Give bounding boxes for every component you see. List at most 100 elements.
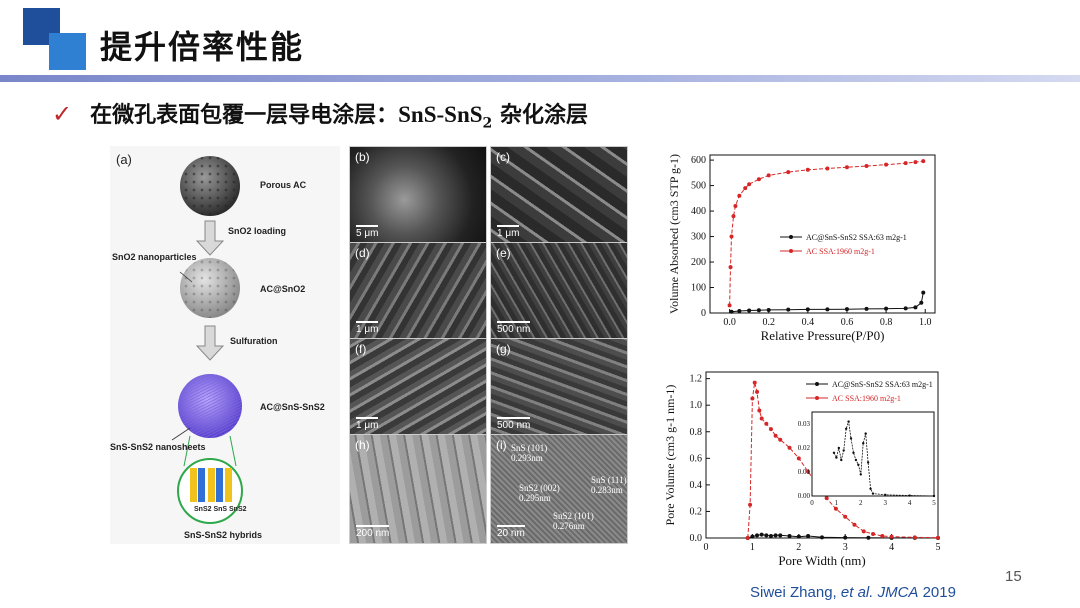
- label-sno2-nanoparticles: SnO2 nanoparticles: [112, 252, 197, 262]
- data-point: [913, 305, 918, 310]
- inset-x-tick-label: 2: [859, 499, 863, 507]
- data-point: [844, 307, 849, 312]
- data-point: [825, 166, 830, 171]
- legend-label: AC SSA:1960 m2g-1: [832, 394, 901, 403]
- inset-point: [852, 451, 855, 454]
- scale-bar: 200 nm: [356, 525, 390, 539]
- micrograph-label: (b): [355, 150, 370, 164]
- bullet-text: 在微孔表面包覆一层导电涂层：SnS-SnS2 杂化涂层: [90, 97, 588, 131]
- arrow-2: [195, 325, 225, 361]
- label-ac-sns-sns2: AC@SnS-SnS2: [260, 402, 325, 412]
- data-point: [843, 535, 848, 540]
- y-tick-label: 400: [691, 206, 706, 217]
- data-point: [737, 308, 742, 313]
- x-axis-label: Pore Width (nm): [778, 553, 865, 568]
- data-point: [913, 160, 918, 165]
- y-tick-label: 500: [691, 181, 706, 192]
- schematic-drawing: [171, 156, 243, 524]
- hrtem-annot: SnS2 (002)0.295nm: [519, 483, 560, 503]
- data-point: [766, 173, 771, 178]
- data-point: [921, 159, 926, 164]
- data-point: [919, 300, 924, 305]
- hrtem-annot-text: SnS2 (002): [519, 483, 560, 493]
- data-point: [727, 303, 732, 308]
- label-hybrid-sheets: SnS2 SnS SnS2: [194, 506, 247, 513]
- data-point: [861, 529, 866, 534]
- data-point: [871, 532, 876, 537]
- data-point: [743, 186, 748, 191]
- data-point: [755, 389, 760, 394]
- arrow-1: [195, 220, 225, 256]
- label-ac-sno2: AC@SnO2: [260, 284, 306, 294]
- data-point: [806, 469, 811, 474]
- slide-title: 提升倍率性能: [100, 28, 305, 66]
- data-point: [733, 203, 738, 208]
- micrograph-f: (f) 1 μm: [349, 338, 487, 436]
- plot-frame: [709, 154, 936, 314]
- x-tick-label: 2: [796, 542, 801, 553]
- citation: Siwei Zhang, et al. JMCA 2019: [750, 584, 956, 601]
- data-point: [889, 534, 894, 539]
- micrograph-e: (e) 500 nm: [490, 242, 628, 340]
- x-axis-label: Relative Pressure(P/P0): [761, 328, 885, 343]
- x-tick-label: 0.4: [802, 317, 815, 328]
- data-point: [936, 535, 940, 540]
- data-point: [796, 534, 801, 539]
- data-point: [764, 421, 769, 426]
- inset-x-tick-label: 5: [932, 499, 936, 507]
- data-point: [903, 161, 908, 166]
- inset-x-tick-label: 4: [908, 499, 912, 507]
- data-point: [731, 214, 736, 219]
- legend-marker: [789, 235, 793, 239]
- legend-label: AC@SnS-SnS2 SSA:63 m2g-1: [806, 233, 907, 242]
- inset-frame: [811, 411, 935, 497]
- label-sulfuration: Sulfuration: [230, 336, 278, 346]
- data-point: [884, 162, 889, 167]
- data-point: [921, 290, 926, 295]
- x-tick-label: 0.0: [723, 317, 736, 328]
- y-axis-label: Volume Absorbed (cm3 STP g-1): [667, 154, 681, 314]
- inset-point: [866, 461, 870, 464]
- hrtem-annot: SnS (111)0.283nm: [591, 475, 627, 495]
- panel-label-a: (a): [116, 152, 132, 167]
- micrograph-d: (d) 1 μm: [349, 242, 487, 340]
- micrograph-g: (g) 500 nm: [490, 338, 628, 436]
- data-point: [766, 307, 771, 312]
- label-porous-ac: Porous AC: [260, 180, 307, 190]
- bullet-part1: 在微孔表面包覆一层导电涂层：: [90, 101, 399, 128]
- y-tick-label: 600: [691, 155, 706, 166]
- data-point: [748, 502, 753, 507]
- micrograph-label: (d): [355, 246, 370, 260]
- inset-point: [854, 458, 858, 462]
- scale-bar: 5 μm: [356, 225, 379, 239]
- data-point: [824, 496, 829, 501]
- y-tick-label: 100: [691, 283, 706, 294]
- bullet-point: ✓ 在微孔表面包覆一层导电涂层：SnS-SnS2 杂化涂层: [52, 97, 588, 131]
- legend-label: AC@SnS-SnS2 SSA:63 m2g-1: [832, 380, 933, 389]
- x-tick-label: 1.0: [919, 317, 932, 328]
- inset-point: [844, 427, 848, 430]
- data-point: [745, 536, 750, 540]
- data-point: [737, 193, 742, 198]
- data-point: [866, 535, 871, 540]
- schematic-panel: (a) Porous AC SnO2 loading SnO2 nanopart…: [110, 146, 340, 544]
- data-point: [755, 533, 760, 538]
- label-hybrids: SnS-SnS2 hybrids: [184, 530, 263, 540]
- hrtem-annot-value: 0.276nm: [553, 521, 585, 531]
- data-point: [787, 445, 792, 450]
- x-tick-label: 0.6: [841, 317, 854, 328]
- scale-bar: 500 nm: [497, 417, 531, 431]
- inset-y-tick-label: 0.03: [798, 420, 811, 428]
- data-point: [764, 533, 769, 538]
- inset-y-tick-label: 0.02: [798, 444, 811, 452]
- data-point: [820, 535, 824, 540]
- data-point: [880, 534, 885, 539]
- inset-point: [837, 446, 841, 450]
- inset-point: [849, 437, 853, 440]
- inset-x-tick-label: 3: [883, 499, 887, 507]
- inset-point: [864, 432, 867, 435]
- inset-point: [832, 451, 836, 454]
- data-point: [773, 433, 778, 438]
- data-point: [773, 533, 778, 538]
